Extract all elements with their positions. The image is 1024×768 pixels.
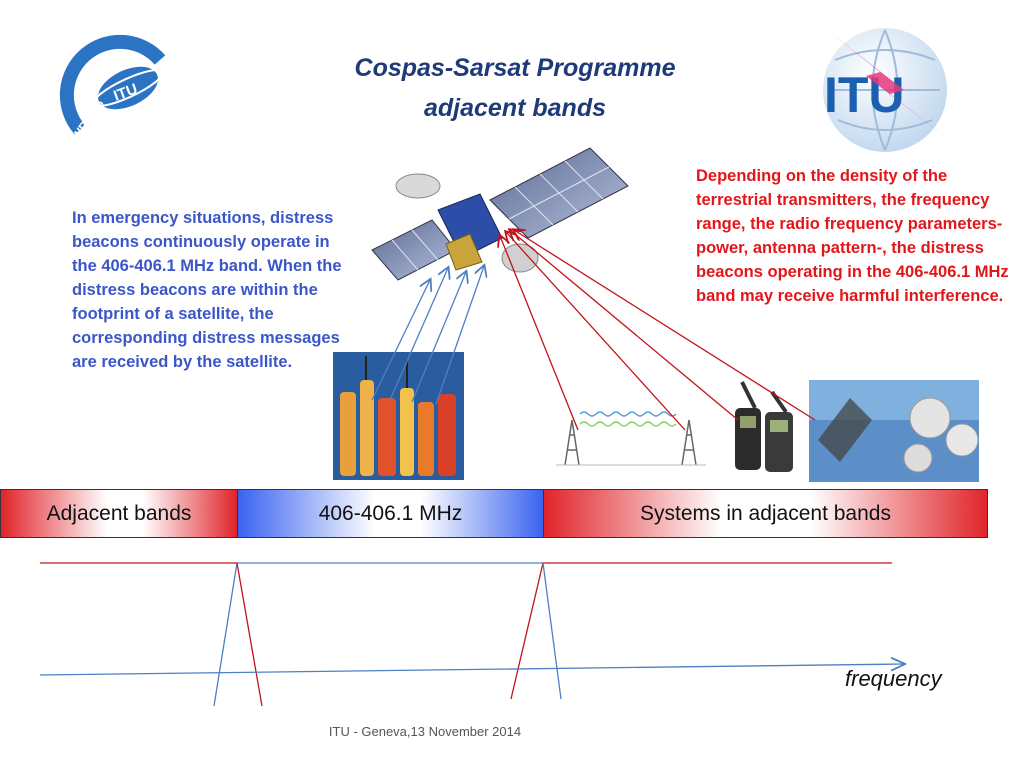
frequency-band-bar: Adjacent bands 406-406.1 MHz Systems in … xyxy=(0,489,988,538)
solar-panel-lower xyxy=(371,219,457,281)
uplink-arrow-3 xyxy=(411,272,466,403)
interference-arrow-4 xyxy=(514,230,816,421)
uplink-arrow-1 xyxy=(371,280,430,401)
distress-beacons-photo xyxy=(333,352,464,480)
uplink-arrows xyxy=(371,266,484,405)
satellite-phones-photo xyxy=(735,381,793,472)
interference-arrow-3 xyxy=(510,230,739,421)
frequency-axis-label: frequency xyxy=(845,666,942,691)
lightning-bolt-icon xyxy=(832,34,952,142)
frequency-axis xyxy=(39,664,904,676)
title-line-2: adjacent bands xyxy=(424,94,606,122)
itu-logo: ITU xyxy=(823,28,952,152)
spectrum-diagram xyxy=(39,562,904,707)
uplink-arrow-4 xyxy=(435,266,484,405)
terrestrial-link-towers xyxy=(556,411,706,466)
title-line-1: Cospas-Sarsat Programme xyxy=(354,54,676,82)
interference-description: Depending on the density of the terrestr… xyxy=(696,167,1009,305)
beacon-description: In emergency situations, distress beacon… xyxy=(72,209,342,371)
slide-footer: ITU - Geneva,13 November 2014 xyxy=(328,724,522,739)
cell-tower-photo xyxy=(809,380,979,482)
band-adjacent-systems: Systems in adjacent bands xyxy=(544,490,987,537)
satellite-dish xyxy=(395,173,441,199)
interference-arrows xyxy=(500,230,816,431)
uplink-arrow-2 xyxy=(389,268,448,401)
interference-arrow-1 xyxy=(500,236,579,431)
satellite-illustration xyxy=(371,147,629,281)
band-406-mhz: 406-406.1 MHz xyxy=(238,490,544,537)
slide-title: Cospas-Sarsat Programme adjacent bands xyxy=(250,48,780,128)
wrc15-logo: ITU WRC-15 xyxy=(59,34,166,143)
band-adjacent-left: Adjacent bands xyxy=(1,490,238,537)
itu-logo-text: ITU xyxy=(824,67,905,123)
interference-arrow-2 xyxy=(506,232,686,431)
